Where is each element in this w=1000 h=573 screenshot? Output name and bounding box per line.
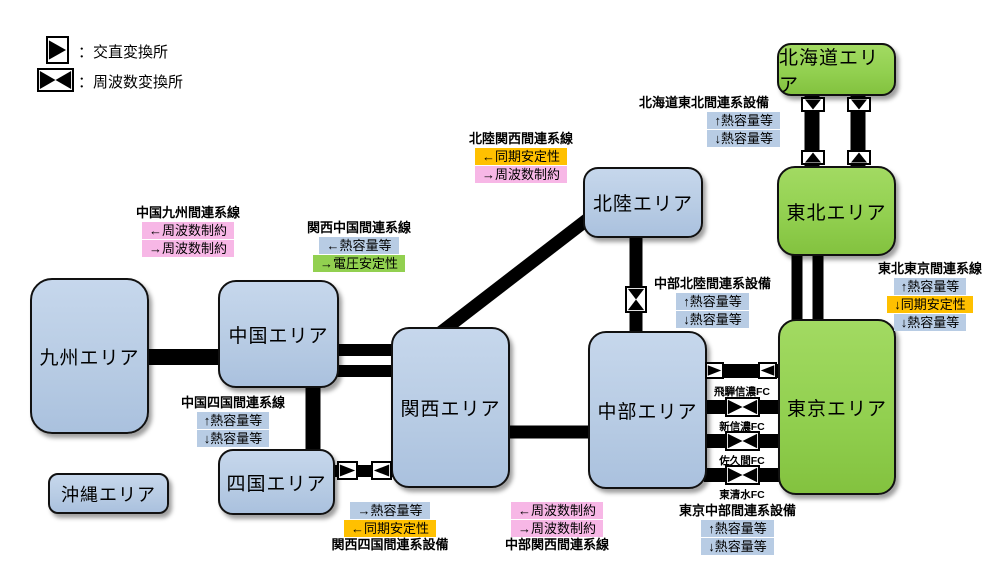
legend-acdc-label: ：交直変換所 bbox=[78, 44, 169, 61]
callout-tohoku-tokyo: 東北東京間連系線 ↑熱容量等 ↓同期安定性 ↓熱容量等 bbox=[868, 261, 992, 331]
constraint-tag: ↓熱容量等 bbox=[676, 311, 749, 328]
area-chubu: 中部エリア bbox=[588, 331, 707, 489]
constraint-tag: ↓熱容量等 bbox=[893, 314, 967, 331]
constraint-tag: ↓熱容量等 bbox=[196, 430, 270, 447]
area-okinawa-label: 沖縄エリア bbox=[61, 484, 156, 505]
area-hokuriku-label: 北陸エリア bbox=[592, 194, 693, 215]
acdc-converter-icon bbox=[847, 97, 871, 112]
area-kyushu: 九州エリア bbox=[30, 278, 149, 434]
area-chubu-label: 中部エリア bbox=[597, 401, 698, 423]
area-shikoku-label: 四国エリア bbox=[226, 473, 327, 495]
callout-chugoku-shikoku: 中国四国間連系線 ↑熱容量等 ↓熱容量等 bbox=[175, 395, 291, 447]
callout-chubu-kansai: ←周波数制約 →周波数制約 中部関西間連系線 bbox=[498, 501, 616, 553]
acdc-converter-icon bbox=[705, 362, 724, 379]
legend-fc-label: ：周波数変換所 bbox=[78, 74, 184, 91]
callout-title: 北陸関西間連系線 bbox=[468, 131, 573, 146]
callout-title: 中国四国間連系線 bbox=[180, 395, 285, 410]
acdc-converter-legend-icon bbox=[46, 36, 69, 64]
constraint-tag: ↑熱容量等 bbox=[196, 412, 270, 429]
constraint-tag: →周波数制約 bbox=[510, 520, 603, 537]
frequency-converter-icon bbox=[725, 397, 760, 417]
area-kansai: 関西エリア bbox=[391, 327, 510, 488]
fc-label-higashishimizu: 東清水FC bbox=[719, 489, 765, 501]
constraint-tag: ←周波数制約 bbox=[510, 502, 603, 519]
callout-title: 東北東京間連系線 bbox=[877, 261, 982, 276]
constraint-tag: ↓熱容量等 bbox=[701, 538, 774, 555]
constraint-tag: ←同期安定性 bbox=[343, 520, 436, 537]
fc-label-sakuma: 佐久間FC bbox=[719, 455, 765, 467]
constraint-tag: ←周波数制約 bbox=[141, 222, 234, 239]
area-tohoku-label: 東北エリア bbox=[786, 202, 887, 224]
callout-chubu-hokuriku: 中部北陸間連系設備 ↑熱容量等 ↓熱容量等 bbox=[645, 276, 780, 328]
area-hokkaido-label: 北海道エリア bbox=[779, 47, 880, 96]
constraint-tag: ↑熱容量等 bbox=[707, 112, 780, 129]
callout-kansai-chugoku: 関西中国間連系線 ←熱容量等 →電圧安定性 bbox=[298, 220, 420, 272]
acdc-converter-icon bbox=[337, 461, 358, 480]
callout-title: 中部北陸間連系設備 bbox=[653, 276, 771, 291]
callout-tokyo-chubu: 東京中部間連系設備 ↑熱容量等 ↓熱容量等 bbox=[670, 503, 805, 555]
constraint-tag: →電圧安定性 bbox=[312, 255, 405, 272]
constraint-tag: →周波数制約 bbox=[474, 166, 567, 183]
callout-title: 北海道東北間連系設備 bbox=[638, 95, 769, 110]
constraint-tag: ↓熱容量等 bbox=[707, 130, 780, 147]
constraint-tag: ←同期安定性 bbox=[474, 148, 567, 165]
area-tohoku: 東北エリア bbox=[777, 166, 896, 256]
area-chugoku: 中国エリア bbox=[218, 280, 339, 388]
link-hokuriku-kansai bbox=[436, 206, 601, 339]
constraint-tag: ↑熱容量等 bbox=[701, 520, 774, 537]
constraint-tag: ↓同期安定性 bbox=[887, 296, 973, 313]
callout-title: 関西中国間連系線 bbox=[306, 220, 411, 235]
callout-title: 関西四国間連系設備 bbox=[331, 537, 449, 552]
acdc-converter-icon bbox=[801, 150, 825, 165]
area-hokkaido: 北海道エリア bbox=[777, 43, 896, 96]
acdc-converter-icon bbox=[801, 97, 825, 112]
area-chugoku-label: 中国エリア bbox=[228, 325, 329, 347]
constraint-tag: ↑熱容量等 bbox=[676, 293, 749, 310]
constraint-tag: ←熱容量等 bbox=[319, 237, 399, 254]
area-kyushu-label: 九州エリア bbox=[39, 347, 140, 369]
callout-title: 中国九州間連系線 bbox=[135, 205, 240, 220]
area-kansai-label: 関西エリア bbox=[400, 399, 501, 420]
frequency-converter-legend-icon bbox=[37, 68, 74, 92]
constraint-tag: ↑熱容量等 bbox=[893, 278, 967, 295]
fc-label-hidashinano: 飛騨信濃FC bbox=[714, 386, 770, 398]
area-okinawa: 沖縄エリア bbox=[48, 473, 169, 514]
area-shikoku: 四国エリア bbox=[218, 449, 335, 515]
area-tokyo: 東京エリア bbox=[778, 319, 896, 495]
callout-kansai-shikoku: →熱容量等 ←同期安定性 関西四国間連系設備 bbox=[330, 501, 450, 553]
frequency-converter-icon bbox=[625, 286, 647, 313]
acdc-converter-icon bbox=[847, 150, 871, 165]
fc-label-shinshinano: 新信濃FC bbox=[719, 421, 765, 433]
constraint-tag: →熱容量等 bbox=[350, 502, 430, 519]
acdc-converter-icon bbox=[371, 461, 392, 480]
constraint-tag: →周波数制約 bbox=[141, 240, 234, 257]
acdc-converter-icon bbox=[758, 362, 777, 379]
callout-hokkaido-tohoku: 北海道東北間連系設備 ↑熱容量等 ↓熱容量等 bbox=[628, 95, 780, 147]
area-tokyo-label: 東京エリア bbox=[786, 398, 887, 420]
frequency-converter-icon bbox=[725, 465, 760, 485]
callout-chugoku-kyushu: 中国九州間連系線 ←周波数制約 →周波数制約 bbox=[128, 205, 248, 257]
callout-title: 東京中部間連系設備 bbox=[678, 503, 796, 518]
callout-hokuriku-kansai: 北陸関西間連系線 ←同期安定性 →周波数制約 bbox=[460, 131, 582, 183]
area-hokuriku: 北陸エリア bbox=[583, 167, 703, 238]
frequency-converter-icon bbox=[725, 431, 760, 451]
callout-title: 中部関西間連系線 bbox=[504, 537, 609, 552]
